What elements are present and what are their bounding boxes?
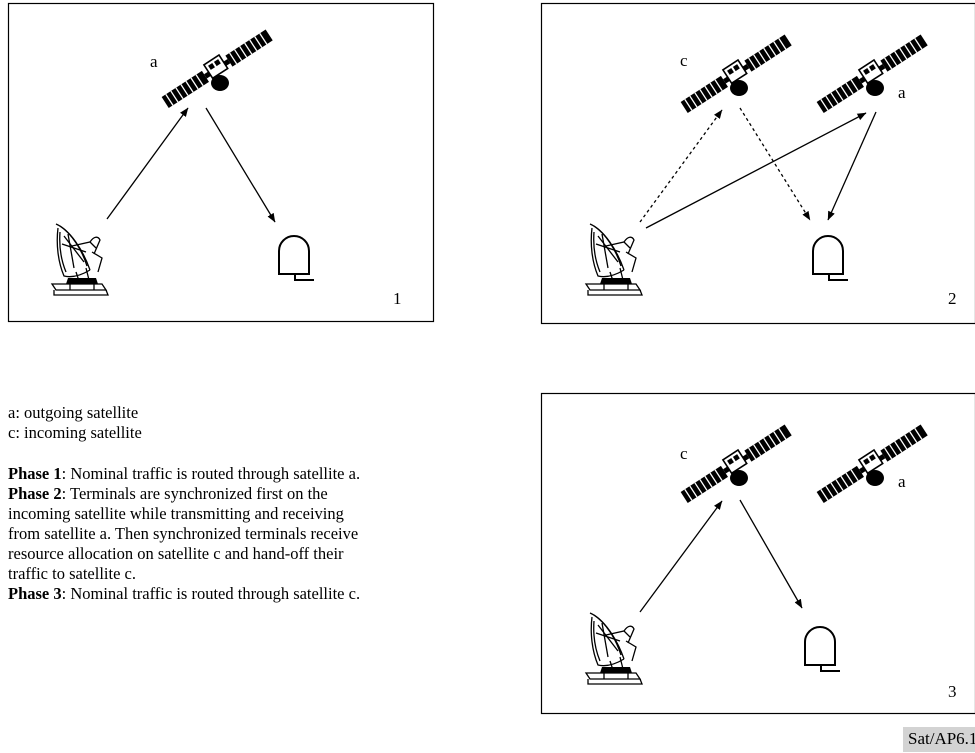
panel-2: c a 2 [540, 2, 975, 325]
phase-label: Phase 2 [8, 484, 62, 503]
panel-frame [7, 2, 435, 323]
incoming-satellite-icon [677, 420, 793, 504]
phase-label: Phase 3 [8, 584, 62, 603]
panel-number: 2 [948, 289, 957, 308]
panel-frame [540, 392, 975, 715]
phase-text: : Terminals are synchronized first on th… [8, 484, 359, 583]
satellite-label: c [680, 444, 688, 463]
downlink-from-outgoing-arrow [827, 111, 877, 221]
incoming-satellite-icon [677, 30, 793, 114]
user-terminal-icon [804, 626, 841, 672]
ground-station-dish-icon [585, 612, 643, 685]
phase-label: Phase 1 [8, 464, 62, 483]
downlink-arrow [739, 499, 803, 609]
outgoing-satellite-icon [158, 25, 274, 109]
legend: a: outgoing satellite c: incoming satell… [8, 403, 508, 604]
phase-3-description: Phase 3: Nominal traffic is routed throu… [8, 584, 508, 604]
downlink-from-incoming-arrow [739, 107, 811, 221]
satellite-label: a [898, 83, 906, 102]
panel-number: 3 [948, 682, 957, 701]
uplink-to-incoming-arrow [639, 109, 723, 223]
phase-text: : Nominal traffic is routed through sate… [61, 464, 361, 483]
phase-2-description: Phase 2: Terminals are synchronized firs… [8, 484, 373, 584]
user-terminal-icon [812, 235, 849, 281]
downlink-arrow [205, 107, 276, 223]
panel-frame [540, 2, 975, 325]
satellite-label: c [680, 51, 688, 70]
ground-station-dish-icon [51, 223, 109, 296]
user-terminal-icon [278, 235, 315, 281]
legend-outgoing: a: outgoing satellite [8, 403, 139, 422]
uplink-to-outgoing-arrow [645, 112, 867, 229]
outgoing-satellite-icon [813, 30, 929, 114]
uplink-arrow [106, 107, 189, 220]
satellite-label: a [898, 472, 906, 491]
satellite-label: a [150, 52, 158, 71]
panel-1: a 1 [7, 2, 435, 323]
phase-text: : Nominal traffic is routed through sate… [61, 584, 361, 603]
figure-reference: Sat/AP6.1- [903, 727, 975, 752]
panel-3: c a 3 [540, 392, 975, 715]
legend-incoming: c: incoming satellite [8, 423, 142, 442]
panel-number: 1 [393, 289, 402, 308]
uplink-arrow [639, 500, 723, 613]
phase-1-description: Phase 1: Nominal traffic is routed throu… [8, 464, 373, 484]
ground-station-dish-icon [585, 223, 643, 296]
outgoing-satellite-icon [813, 420, 929, 504]
